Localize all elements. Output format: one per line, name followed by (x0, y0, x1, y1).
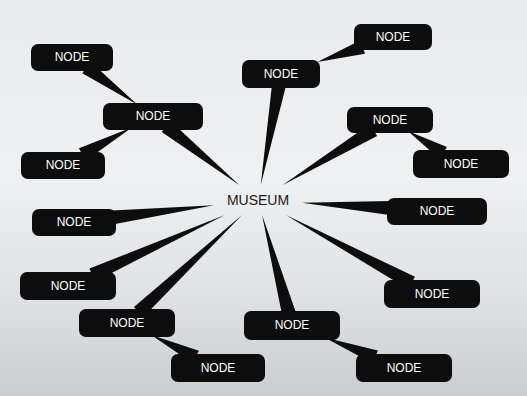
node-label: NODE (201, 361, 236, 375)
node-label: NODE (373, 113, 408, 127)
node-bubble: NODE (103, 103, 203, 130)
node-bubble: NODE (354, 24, 432, 50)
node-bubble: NODE (31, 44, 113, 71)
node-label: NODE (51, 279, 86, 293)
topic-label: MUSEUM (227, 192, 289, 208)
wedge-connector (261, 84, 286, 185)
node-label: NODE (275, 318, 310, 332)
wedge-connector (302, 201, 390, 215)
node-label: NODE (110, 316, 145, 330)
node-label: NODE (444, 157, 479, 171)
node-bubble: NODE (20, 272, 116, 300)
node-bubble: NODE (413, 150, 509, 178)
node-label: NODE (55, 50, 90, 64)
node-bubble: NODE (32, 209, 116, 236)
node-bubble: NODE (356, 354, 452, 382)
wedge-connector (162, 121, 239, 185)
central-topic: MUSEUM (218, 189, 298, 211)
node-label: NODE (46, 158, 81, 172)
node-bubble: NODE (21, 152, 105, 179)
wedge-connector (286, 215, 415, 289)
node-bubble: NODE (79, 309, 175, 337)
node-label: NODE (136, 109, 171, 123)
node-bubble: NODE (387, 198, 487, 225)
node-bubble: NODE (347, 107, 433, 133)
wedge-connector (283, 124, 377, 185)
node-label: NODE (57, 215, 92, 229)
node-label: NODE (376, 30, 411, 44)
node-label: NODE (264, 67, 299, 81)
node-label: NODE (387, 361, 422, 375)
node-bubble: NODE (171, 354, 265, 382)
wedge-connector (134, 215, 242, 317)
wedge-connector (112, 205, 214, 224)
node-bubble: NODE (244, 311, 340, 340)
node-bubble: NODE (384, 280, 480, 308)
node-label: NODE (420, 204, 455, 218)
wedge-connector (262, 215, 296, 315)
node-bubble: NODE (242, 60, 320, 88)
node-label: NODE (415, 287, 450, 301)
